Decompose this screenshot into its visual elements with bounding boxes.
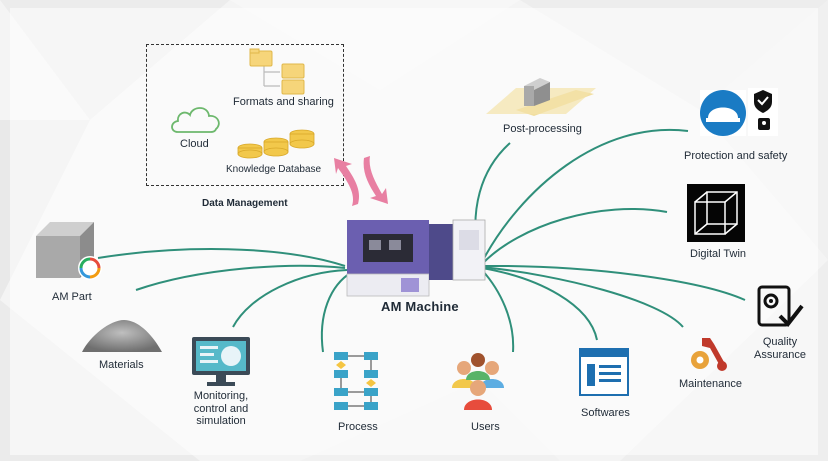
- monitoring-label-line2: control and: [193, 402, 249, 415]
- cloud-label: Cloud: [180, 138, 209, 150]
- connector-maintenance: [481, 266, 684, 328]
- cloud-icon: [171, 107, 220, 133]
- data-management-box: [146, 44, 344, 186]
- am-part-label: AM Part: [52, 291, 92, 303]
- users-label: Users: [471, 421, 500, 433]
- connector-quality: [481, 264, 746, 301]
- knowledge-label: Knowledge Database: [226, 164, 322, 175]
- connector-materials: [135, 264, 346, 291]
- monitor-icon: [192, 337, 250, 386]
- software-window-icon: [579, 348, 629, 396]
- digital-twin-label: Digital Twin: [690, 248, 747, 260]
- cube-icon: [486, 78, 596, 116]
- process-label: Process: [338, 421, 378, 433]
- machine-icon: [346, 219, 486, 297]
- connector-protection: [481, 128, 689, 263]
- quality-check-icon: [757, 285, 804, 328]
- post-processing-label: Post-processing: [503, 123, 582, 135]
- monitoring-label-line1: Monitoring,: [193, 390, 249, 402]
- users-icon: [452, 353, 504, 410]
- softwares-label: Softwares: [581, 407, 630, 419]
- database-icon: [237, 129, 315, 159]
- wireframe-cube-icon: [687, 184, 745, 242]
- connector-am-part: [97, 248, 346, 267]
- maintenance-label: Maintenance: [679, 378, 742, 390]
- cube-icon: [36, 222, 102, 280]
- quality-label-line2: Assurance: [754, 348, 806, 361]
- helmet-shield-icon: [700, 88, 778, 136]
- monitoring-label: Monitoring, control and simulation: [186, 390, 256, 428]
- powder-icon: [82, 320, 162, 352]
- data-management-title: Data Management: [202, 198, 288, 209]
- connector-digital-twin: [481, 208, 668, 265]
- protection-label: Protection and safety: [684, 150, 788, 162]
- monitoring-label-line3: simulation: [196, 415, 246, 428]
- am-machine-label: AM Machine: [381, 299, 459, 314]
- connector-softwares: [481, 267, 598, 341]
- quality-label: Quality Assurance: [750, 336, 810, 361]
- connector-process: [320, 271, 353, 353]
- quality-label-line1: Quality: [762, 336, 798, 348]
- gears-wrench-icon: [691, 338, 727, 371]
- connector-monitoring: [232, 269, 348, 328]
- materials-label: Materials: [99, 359, 144, 371]
- folder-icon: [249, 48, 305, 95]
- flowchart-icon: [334, 352, 378, 410]
- formats-label: Formats and sharing: [233, 96, 334, 108]
- refresh-arrows-icon: [334, 156, 388, 206]
- connector-users: [481, 269, 515, 353]
